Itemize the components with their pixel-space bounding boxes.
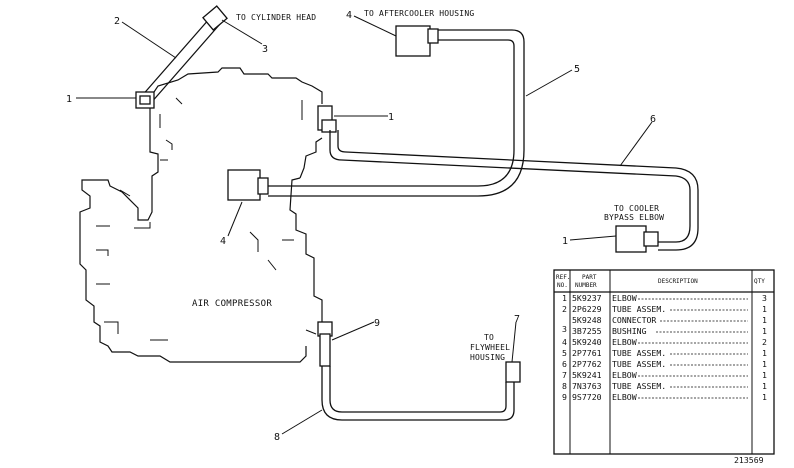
row-qty: 1 xyxy=(762,392,767,402)
row-desc: TUBE ASSEM. xyxy=(612,348,666,358)
row-part: 5K9240 xyxy=(572,337,602,347)
table-header-part: PART xyxy=(582,274,597,281)
label-to-cooler-line1: TO COOLER xyxy=(614,204,659,213)
row-desc: TUBE ASSEM. xyxy=(612,304,666,314)
row-qty: 1 xyxy=(762,359,767,369)
row-ref: 6 xyxy=(562,359,567,369)
table-row: 9 9S7720 ELBOW 1 xyxy=(562,392,767,402)
elbow-4-middle xyxy=(227,169,269,201)
label-air-compressor: AIR COMPRESSOR xyxy=(192,299,272,309)
row-part: 5K9241 xyxy=(572,370,602,380)
row-qty: 1 xyxy=(762,370,767,380)
row-part: 3B7255 xyxy=(572,326,602,336)
row-qty: 1 xyxy=(762,381,767,391)
air-compressor-body xyxy=(79,67,323,363)
table-row: 1 5K9237 ELBOW 3 xyxy=(562,293,767,303)
ref-number: 4 xyxy=(346,10,352,21)
parts-table: REF. NO. PART NUMBER DESCRIPTION QTY 1 5… xyxy=(553,269,775,455)
table-row: 7 5K9241 ELBOW 1 xyxy=(562,370,767,380)
label-to-cylinder-head: TO CYLINDER HEAD xyxy=(236,13,316,22)
row-part: 2P6229 xyxy=(572,304,602,314)
table-header-ref: REF. xyxy=(556,274,570,281)
table-row: 3 3B7255 BUSHING 1 xyxy=(562,324,767,336)
table-row: 4 5K9240 ELBOW 2 xyxy=(562,337,767,347)
row-qty: 1 xyxy=(762,315,767,325)
label-to-cooler-line2: BYPASS ELBOW xyxy=(604,213,664,222)
row-part: 2P7761 xyxy=(572,348,602,358)
tube-assembly-5 xyxy=(268,25,525,197)
drawing-number: 213569 xyxy=(734,455,764,465)
ref-number: 9 xyxy=(374,318,380,329)
tube-assembly-8 xyxy=(317,321,521,421)
ref-number: 8 xyxy=(274,432,280,443)
label-to-aftercooler-housing: TO AFTERCOOLER HOUSING xyxy=(364,9,474,18)
row-ref: 3 xyxy=(562,324,567,334)
row-qty: 1 xyxy=(762,326,767,336)
label-to-flywheel-line2: FLYWHEEL xyxy=(470,343,510,352)
row-desc: ELBOW xyxy=(612,337,637,347)
leader-lines xyxy=(76,15,653,435)
table-header-ref-no: NO. xyxy=(557,282,568,289)
label-to-flywheel-line1: TO xyxy=(484,333,494,342)
ref-number: 5 xyxy=(574,64,580,75)
ref-number: 7 xyxy=(514,314,520,325)
elbow-1-top xyxy=(135,91,155,109)
table-row: 2 2P6229 TUBE ASSEM. 1 xyxy=(562,304,767,314)
row-qty: 1 xyxy=(762,304,767,314)
ref-number: 1 xyxy=(388,112,394,123)
ref-number: 6 xyxy=(650,114,656,125)
label-to-flywheel-line3: HOUSING xyxy=(470,353,505,362)
row-ref: 2 xyxy=(562,304,567,314)
row-desc: ELBOW xyxy=(612,392,637,402)
row-part: 2P7762 xyxy=(572,359,602,369)
ref-number: 4 xyxy=(220,236,226,247)
table-row: 5 2P7761 TUBE ASSEM. 1 xyxy=(562,348,767,358)
row-desc: TUBE ASSEM. xyxy=(612,359,666,369)
elbow-1-right xyxy=(317,105,337,133)
tube-assembly-2 xyxy=(139,5,228,105)
row-desc: TUBE ASSEM. xyxy=(612,381,666,391)
row-ref: 8 xyxy=(562,381,567,391)
tube-assembly-6 xyxy=(329,130,699,253)
row-qty: 2 xyxy=(762,337,767,347)
table-header-part-number: NUMBER xyxy=(575,282,597,289)
row-desc: BUSHING xyxy=(612,326,647,336)
row-ref: 1 xyxy=(562,293,567,303)
row-ref: 7 xyxy=(562,370,567,380)
row-desc: ELBOW xyxy=(612,370,637,380)
row-ref: 5 xyxy=(562,348,567,358)
ref-number: 2 xyxy=(114,16,120,27)
row-qty: 3 xyxy=(762,293,767,303)
table-row: 5K9248 CONNECTOR 1 xyxy=(572,315,767,325)
table-header-description: DESCRIPTION xyxy=(658,278,698,285)
row-part: 5K9248 xyxy=(572,315,602,325)
row-desc: CONNECTOR xyxy=(612,315,656,325)
row-part: 9S7720 xyxy=(572,392,602,402)
row-qty: 1 xyxy=(762,348,767,358)
table-row: 8 7N3763 TUBE ASSEM. 1 xyxy=(562,381,767,391)
row-part: 5K9237 xyxy=(572,293,602,303)
row-part: 7N3763 xyxy=(572,381,602,391)
row-ref: 4 xyxy=(562,337,567,347)
row-ref: 9 xyxy=(562,392,567,402)
table-header-qty: QTY xyxy=(754,278,765,285)
row-desc: ELBOW xyxy=(612,293,637,303)
table-row: 6 2P7762 TUBE ASSEM. 1 xyxy=(562,359,767,369)
ref-number: 1 xyxy=(562,236,568,247)
ref-number: 1 xyxy=(66,94,72,105)
ref-number: 3 xyxy=(262,44,268,55)
